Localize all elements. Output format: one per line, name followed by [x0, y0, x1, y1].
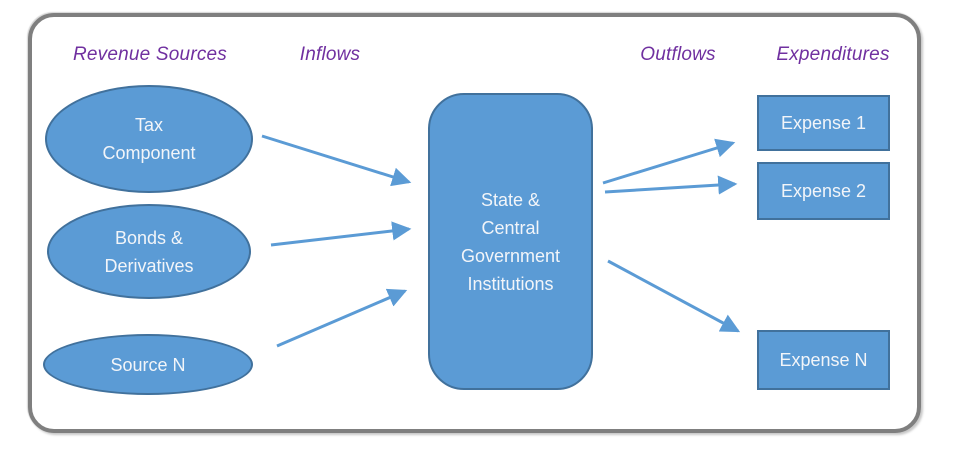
node-expense-2: Expense 2 — [757, 162, 890, 220]
column-header-revenue-sources: Revenue Sources — [72, 44, 228, 65]
column-header-outflows: Outflows — [640, 44, 716, 65]
column-header-expenditures: Expenditures — [776, 44, 890, 65]
node-expense-1-label: Expense 1 — [780, 113, 867, 133]
column-header-inflows: Inflows — [299, 44, 361, 65]
node-expense-2-label: Expense 2 — [780, 181, 867, 201]
node-government-institutions-label: State & Central Government Institutions — [460, 189, 561, 294]
node-expense-n-label: Expense N — [779, 350, 868, 370]
node-expense-n: Expense N — [757, 330, 890, 390]
diagram-frame — [28, 13, 921, 433]
node-government-institutions: State & Central Government Institutions — [428, 93, 593, 390]
node-tax-component: Tax Component — [45, 85, 253, 193]
node-source-n: Source N — [43, 334, 253, 395]
node-bonds-derivatives: Bonds & Derivatives — [47, 204, 251, 299]
node-tax-component-label: Tax Component — [102, 115, 196, 163]
node-bonds-derivatives-label: Bonds & Derivatives — [104, 227, 194, 276]
node-source-n-label: Source N — [110, 354, 186, 375]
node-expense-1: Expense 1 — [757, 95, 890, 151]
